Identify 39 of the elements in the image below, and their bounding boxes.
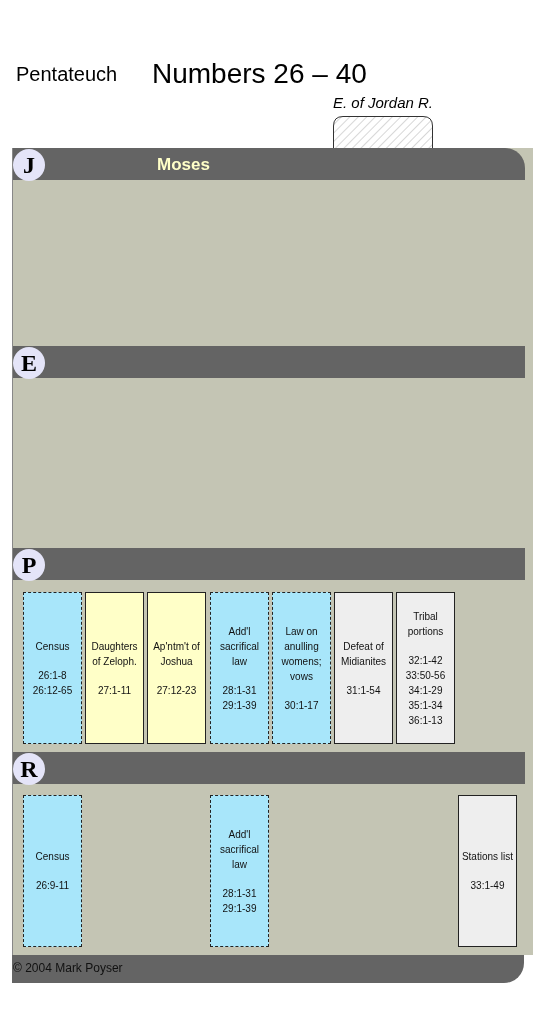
- verse-reference: 26:1-8 26:12-65: [31, 668, 74, 698]
- event-title: Defeat of Midianites: [340, 639, 387, 669]
- event-title: Add'l sacrifical law: [219, 624, 260, 669]
- source-band: [12, 548, 533, 752]
- event-title: Census: [35, 639, 70, 654]
- source-band: [12, 752, 533, 955]
- event-title: Law on anulling womens; vows: [280, 624, 323, 684]
- verse-reference: 27:1-11: [97, 683, 132, 698]
- event-box: [396, 592, 455, 744]
- source-band: [12, 346, 533, 548]
- source-band: [12, 148, 533, 346]
- verse-reference: 28:1-31 29:1-39: [221, 683, 258, 713]
- event-box: [23, 795, 82, 947]
- event-box: [272, 592, 331, 744]
- event-box: [458, 795, 517, 947]
- event-title: Tribal portions: [406, 609, 445, 639]
- verse-reference: 31:1-54: [346, 683, 381, 698]
- event-title: Ap'ntm't of Joshua: [152, 639, 201, 669]
- verse-reference: 26:9-11: [35, 879, 70, 893]
- event-box: [23, 592, 82, 744]
- event-title: Census: [35, 850, 70, 864]
- region-label: E. of Jordan R.: [331, 94, 435, 112]
- event-box: [147, 592, 206, 744]
- event-title: Stations list: [461, 850, 514, 864]
- event-title: Daughters of Zeloph.: [90, 639, 139, 669]
- verse-reference: 28:1-31 29:1-39: [221, 886, 258, 916]
- header-label: Moses: [157, 155, 210, 175]
- verse-reference: 32:1-42 33:50-56 34:1-29 35:1-34 36:1-13: [404, 653, 447, 728]
- book-group-label: Pentateuch: [16, 62, 118, 86]
- event-box: [85, 592, 144, 744]
- title: Numbers 26 – 40: [152, 58, 367, 90]
- event-box: [334, 592, 393, 744]
- copyright-note: © 2004 Mark Poyser: [13, 961, 123, 975]
- event-box: [210, 795, 269, 947]
- verse-reference: 30:1-17: [284, 698, 319, 713]
- event-box: [210, 592, 269, 744]
- verse-reference: 27:12-23: [156, 683, 197, 698]
- verse-reference: 33:1-49: [470, 879, 505, 893]
- event-title: Add'l sacrifical law: [219, 827, 260, 872]
